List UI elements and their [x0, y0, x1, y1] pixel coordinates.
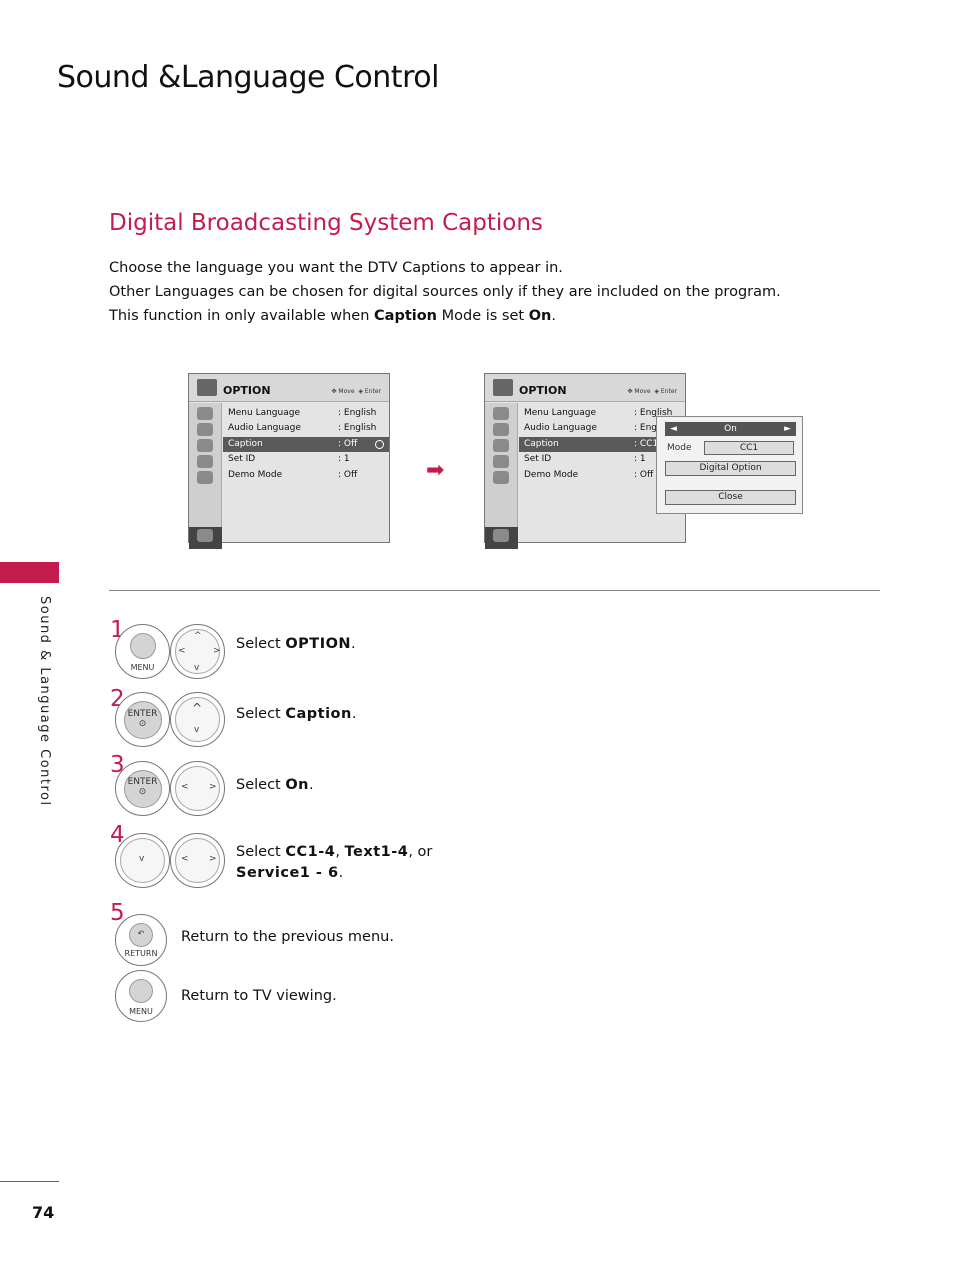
- menu-row-selected[interactable]: Caption: CC1: [519, 437, 685, 452]
- menu-row[interactable]: Demo Mode: Off: [524, 470, 654, 480]
- enter-dot-icon: ⊙: [138, 719, 147, 729]
- mode-label: Mode: [667, 443, 692, 453]
- option-icon: [493, 379, 513, 396]
- right-arrow-icon: >: [213, 646, 221, 656]
- menu-row-selected[interactable]: Caption: Off: [223, 437, 389, 452]
- menu-button[interactable]: MENU: [115, 970, 167, 1022]
- left-right-button[interactable]: < >: [170, 761, 225, 816]
- move-icon: ✥: [331, 388, 337, 395]
- down-button[interactable]: v: [115, 833, 170, 888]
- enter-dot-icon: [375, 440, 384, 449]
- step-4-text: Select CC1-4, Text1-4, or Service1 - 6.: [236, 844, 433, 881]
- option-icon: [197, 379, 217, 396]
- input-icon: [197, 529, 213, 542]
- menu-header: OPTION ✥ Move ◈ Enter: [189, 374, 389, 402]
- left-arrow-icon: <: [178, 646, 186, 656]
- step-3-text: Select On.: [236, 777, 314, 793]
- menu-row[interactable]: Set ID: 1: [524, 454, 646, 464]
- move-icon: ✥: [627, 388, 633, 395]
- up-arrow-icon: ^: [194, 631, 202, 641]
- return-icon: ↶: [137, 929, 145, 938]
- menu-row[interactable]: Audio Language: Eng: [524, 423, 657, 433]
- left-arrow-icon: <: [181, 854, 189, 864]
- menu-icon-column: [189, 403, 222, 549]
- enter-icon: ◈: [358, 388, 363, 395]
- time-icon: [197, 455, 213, 468]
- left-arrow-icon[interactable]: ◄: [670, 424, 677, 434]
- mode-select[interactable]: CC1: [704, 441, 794, 455]
- lock-icon: [493, 471, 509, 484]
- step-2-text: Select Caption.: [236, 706, 357, 722]
- menu-button[interactable]: MENU: [115, 624, 170, 679]
- menu-row[interactable]: Demo Mode: Off: [228, 470, 358, 480]
- intro-line-3: This function in only available when Cap…: [109, 308, 556, 324]
- menu-row[interactable]: Menu Language: English: [524, 408, 673, 418]
- lock-icon: [197, 471, 213, 484]
- right-arrow-icon: >: [209, 782, 217, 792]
- picture-icon: [197, 423, 213, 436]
- down-arrow-icon: v: [139, 854, 145, 864]
- right-arrow-icon: >: [209, 854, 217, 864]
- caption-on-selector[interactable]: ◄ On ►: [665, 422, 796, 436]
- arrow-right-icon: ➡: [426, 458, 445, 483]
- menu-icon-column: [485, 403, 518, 549]
- picture-icon: [493, 423, 509, 436]
- menu-row[interactable]: Set ID: 1: [228, 454, 350, 464]
- caption-state-value: On: [724, 424, 737, 434]
- menu-header: OPTION ✥ Move ◈ Enter: [485, 374, 685, 402]
- step-number: 5: [110, 900, 125, 926]
- time-icon: [493, 455, 509, 468]
- return-tv-text: Return to TV viewing.: [181, 988, 337, 1004]
- left-arrow-icon: <: [181, 782, 189, 792]
- enter-dot-icon: ⊙: [138, 787, 147, 797]
- setup-icon: [197, 407, 213, 420]
- step-5-text: Return to the previous menu.: [181, 929, 394, 945]
- menu-hint: ✥ Move ◈ Enter: [331, 388, 381, 395]
- menu-hint: ✥ Move ◈ Enter: [627, 388, 677, 395]
- divider: [109, 590, 880, 591]
- caption-popup: ◄ On ► Mode CC1 Digital Option Close: [656, 416, 803, 514]
- setup-icon: [493, 407, 509, 420]
- left-right-button[interactable]: < >: [170, 833, 225, 888]
- audio-icon: [197, 439, 213, 452]
- section-title: Digital Broadcasting System Captions: [109, 210, 543, 236]
- close-button[interactable]: Close: [665, 490, 796, 505]
- up-down-button[interactable]: ^ v: [170, 692, 225, 747]
- option-menu-screen-1: OPTION ✥ Move ◈ Enter Menu Language: Eng…: [188, 373, 390, 549]
- up-arrow-icon: ^: [192, 701, 203, 715]
- menu-row[interactable]: Audio Language: English: [228, 423, 377, 433]
- intro-text: Choose the language you want the DTV Cap…: [109, 256, 781, 328]
- return-button[interactable]: ↶ RETURN: [115, 914, 167, 966]
- down-arrow-icon: v: [194, 725, 200, 735]
- step-1-text: Select OPTION.: [236, 636, 356, 652]
- down-arrow-icon: v: [194, 663, 200, 673]
- page-number: 74: [32, 1203, 55, 1222]
- enter-icon: ◈: [654, 388, 659, 395]
- footer-rule: [0, 1181, 59, 1182]
- enter-button[interactable]: ENTER ⊙: [115, 761, 170, 816]
- intro-line-2: Other Languages can be chosen for digita…: [109, 284, 781, 300]
- side-tab-marker: [0, 562, 59, 583]
- enter-button[interactable]: ENTER ⊙: [115, 692, 170, 747]
- right-arrow-icon[interactable]: ►: [784, 424, 791, 434]
- audio-icon: [493, 439, 509, 452]
- intro-line-1: Choose the language you want the DTV Cap…: [109, 260, 563, 276]
- menu-title: OPTION: [519, 384, 567, 397]
- digital-option-button[interactable]: Digital Option: [665, 461, 796, 476]
- menu-title: OPTION: [223, 384, 271, 397]
- input-icon: [493, 529, 509, 542]
- page-title: Sound &Language Control: [57, 60, 439, 95]
- navigation-button[interactable]: ^ v < >: [170, 624, 225, 679]
- menu-row[interactable]: Menu Language: English: [228, 408, 377, 418]
- side-section-label: Sound & Language Control: [37, 596, 52, 807]
